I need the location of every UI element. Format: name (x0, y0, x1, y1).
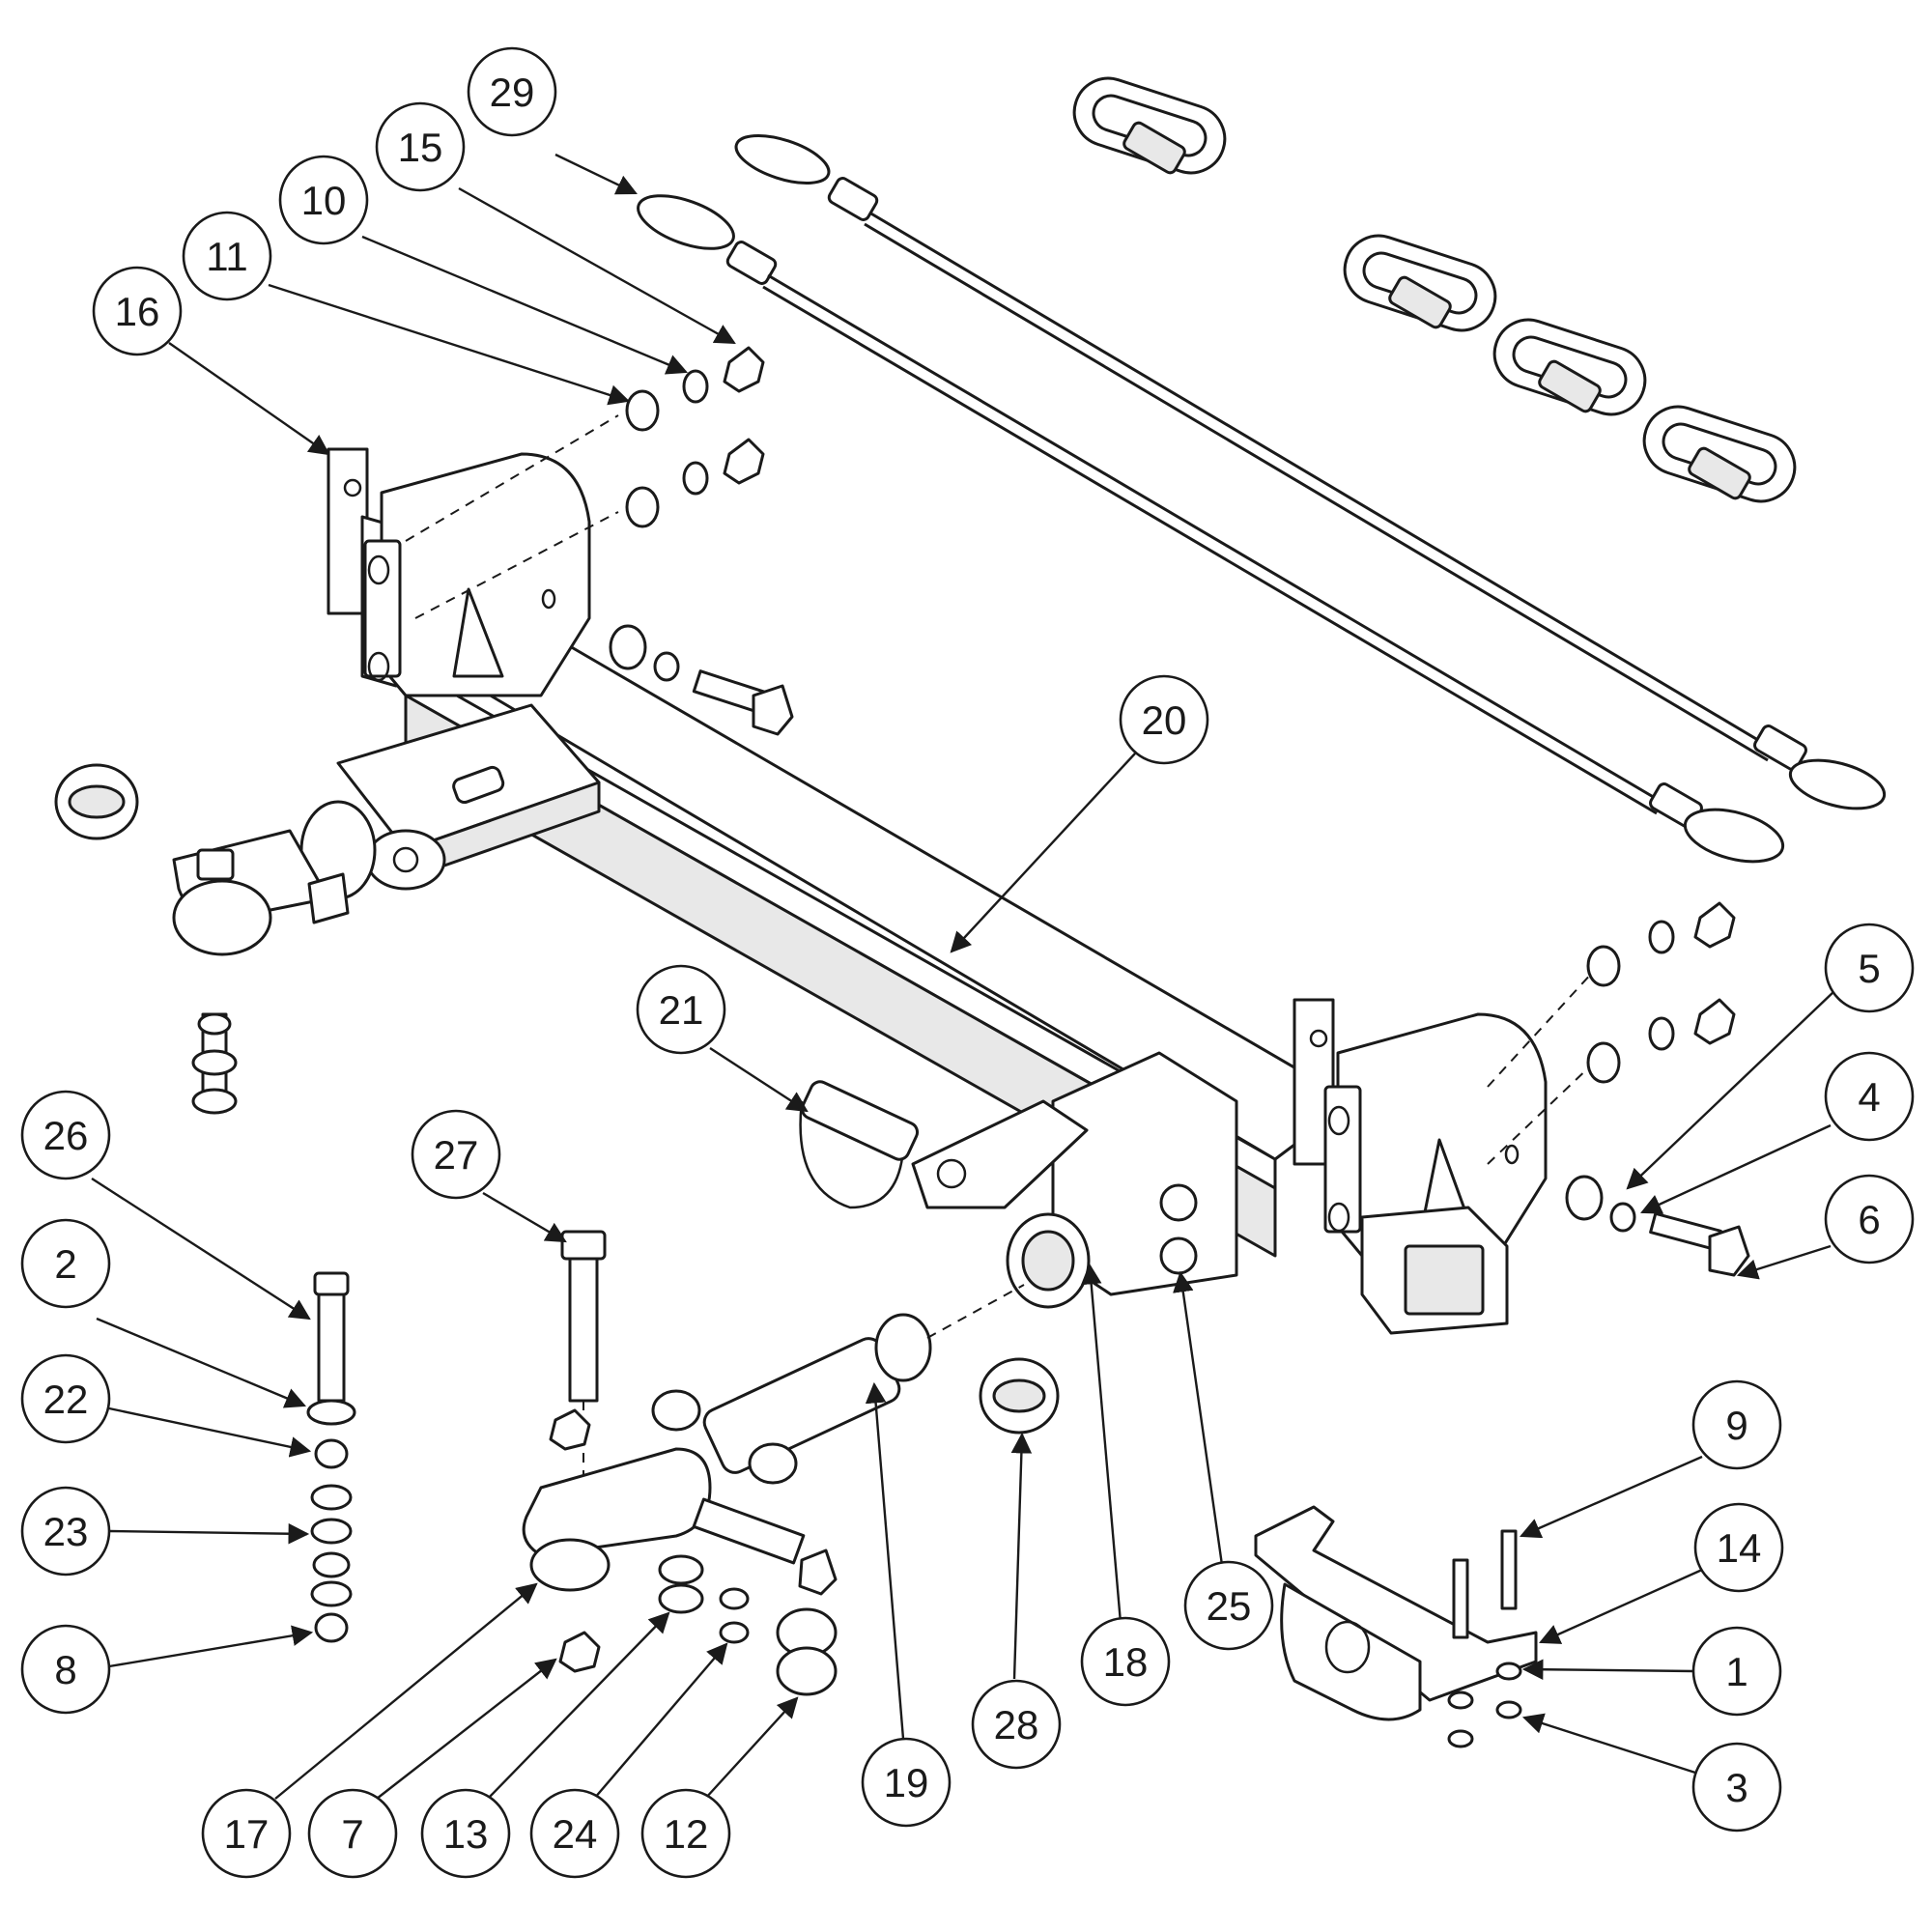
callout-15: 15 (375, 101, 736, 345)
callout-2-label: 2 (54, 1241, 76, 1287)
callout-20-label: 20 (1142, 697, 1187, 743)
callout-18-label: 18 (1103, 1639, 1149, 1685)
main-crossbar (404, 616, 1354, 1258)
callout-20: 20 (950, 674, 1209, 953)
bolt-stack-left (306, 1271, 356, 1643)
callout-21-label: 21 (659, 987, 704, 1033)
callout-23-label: 23 (43, 1509, 89, 1554)
callout-5-label: 5 (1858, 946, 1880, 991)
callout-12-label: 12 (664, 1811, 709, 1857)
callout-9-label: 9 (1725, 1403, 1747, 1448)
callout-4: 4 (1640, 1051, 1915, 1214)
left-bolt-hardware (405, 346, 794, 736)
dust-cap-right (979, 1357, 1060, 1435)
quick-link-chain-1 (1072, 76, 1227, 175)
safety-cable-front (734, 133, 1887, 810)
callout-29-label: 29 (490, 70, 535, 115)
callout-16: 16 (92, 266, 330, 456)
receiver-housing (911, 1051, 1238, 1309)
callout-29: 29 (467, 46, 638, 195)
callout-6: 6 (1736, 1174, 1915, 1280)
safety-cable-rear (637, 194, 1785, 864)
callout-2: 2 (20, 1218, 306, 1408)
callout-24-label: 24 (553, 1811, 598, 1857)
callout-4-label: 4 (1858, 1074, 1880, 1120)
stud-assembly (191, 1012, 238, 1115)
callout-19: 19 (861, 1381, 952, 1828)
callout-16-label: 16 (115, 289, 160, 334)
callout-22-label: 22 (43, 1377, 89, 1422)
callout-3: 3 (1521, 1713, 1782, 1833)
callout-17: 17 (201, 1582, 538, 1879)
quick-link-chain-3 (1492, 318, 1647, 416)
callout-13-label: 13 (443, 1811, 489, 1857)
clevis-assembly (522, 1230, 838, 1696)
callout-25-label: 25 (1207, 1583, 1252, 1629)
dust-cap-left (54, 763, 139, 840)
callout-21: 21 (636, 964, 809, 1113)
callout-28-label: 28 (994, 1702, 1039, 1747)
callout-8-label: 8 (54, 1647, 76, 1692)
callout-28: 28 (971, 1432, 1062, 1770)
right-mounting-bracket (1293, 998, 1548, 1335)
callout-26-label: 26 (43, 1113, 89, 1158)
callout-27: 27 (411, 1109, 567, 1243)
callout-11: 11 (182, 211, 631, 406)
callout-13: 13 (420, 1611, 670, 1879)
safety-pin (799, 1080, 920, 1209)
callout-14-label: 14 (1717, 1525, 1762, 1571)
callout-22: 22 (20, 1353, 312, 1458)
callout-5: 5 (1626, 923, 1915, 1190)
quick-link-chain-2 (1343, 234, 1497, 332)
callout-12: 12 (640, 1696, 799, 1879)
callout-3-label: 3 (1725, 1765, 1747, 1810)
lower-plate-bracket (1254, 1505, 1538, 1748)
callout-27-label: 27 (434, 1132, 479, 1178)
callout-8: 8 (20, 1624, 314, 1715)
callout-1-label: 1 (1725, 1649, 1747, 1694)
callout-26: 26 (20, 1090, 311, 1321)
callout-19-label: 19 (884, 1760, 929, 1805)
callout-7-label: 7 (341, 1811, 363, 1857)
callout-15-label: 15 (398, 125, 443, 170)
callout-7: 7 (307, 1658, 557, 1879)
callout-10: 10 (278, 155, 688, 375)
callout-14: 14 (1539, 1502, 1784, 1644)
callout-25: 25 (1173, 1270, 1274, 1651)
quick-link-chain-4 (1642, 405, 1797, 503)
left-tow-arm (172, 703, 601, 956)
left-mounting-bracket (327, 447, 591, 697)
callout-18: 18 (1080, 1263, 1171, 1707)
callout-23: 23 (20, 1486, 310, 1577)
callout-17-label: 17 (224, 1811, 270, 1857)
callout-6-label: 6 (1858, 1197, 1880, 1242)
callout-24: 24 (529, 1642, 728, 1879)
pivot-pin (651, 1284, 1025, 1485)
callout-1: 1 (1521, 1626, 1782, 1717)
callout-11-label: 11 (206, 234, 248, 279)
callout-9: 9 (1520, 1379, 1782, 1539)
callout-10-label: 10 (301, 178, 347, 223)
